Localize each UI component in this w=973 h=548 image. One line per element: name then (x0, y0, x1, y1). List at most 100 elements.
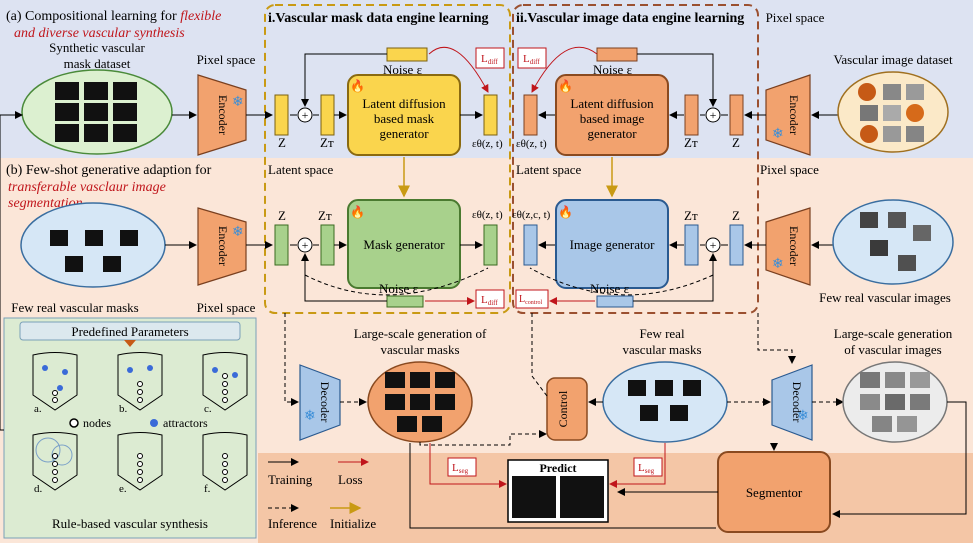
svg-text:Latent diffusion: Latent diffusion (570, 96, 654, 111)
svg-text:based image: based image (580, 111, 645, 126)
few-real-mask-thumbnails-2 (628, 380, 701, 421)
svg-text:Ldiff: Ldiff (523, 53, 540, 66)
image-generator (555, 199, 669, 289)
svg-text:b.: b. (119, 403, 128, 415)
vascular-image-dataset-label: Vascular image dataset (833, 52, 953, 67)
svg-text:c.: c. (204, 403, 212, 415)
control-module (546, 377, 588, 441)
large-image-thumbnails (860, 372, 930, 432)
zt-block-imagegen (684, 224, 699, 266)
svg-text:Ldiff: Ldiff (481, 294, 498, 307)
fire-icon: 🔥 (558, 205, 573, 219)
svg-text:Predefined Parameters: Predefined Parameters (71, 324, 188, 339)
svg-text:Encoder: Encoder (787, 226, 801, 266)
encoder-tr (765, 74, 811, 156)
eps-block-imagegen (523, 224, 538, 266)
zt-block-mask (320, 94, 335, 136)
svg-text:Encoder: Encoder (787, 95, 801, 135)
ldm-image-generator (555, 74, 669, 156)
few-real-masks-cloud-2 (602, 361, 728, 443)
rule-based-drawings (32, 352, 248, 491)
large-images-label-1: Large-scale generation (834, 326, 953, 341)
noise-block-image-top (596, 47, 638, 62)
svg-text:εθ(z, t): εθ(z, t) (472, 209, 503, 221)
svg-text:f.: f. (204, 483, 211, 495)
svg-text:+: + (710, 108, 717, 122)
zt-block-image-top (684, 94, 699, 136)
svg-text:Loss: Loss (338, 472, 363, 487)
engine-i-title: i.Vascular mask data engine learning (268, 11, 489, 26)
svg-text:Control: Control (556, 390, 570, 427)
prediction-image-2 (560, 476, 604, 518)
synthetic-mask-thumbnails (55, 82, 137, 142)
svg-text:Noise ε: Noise ε (383, 62, 423, 77)
mask-generator (347, 199, 461, 289)
encoder-tl-label: Encoder (216, 95, 230, 135)
nodes-legend-marker (69, 418, 79, 428)
rule-based-panel (3, 317, 257, 539)
svg-text:+: + (302, 238, 309, 252)
few-real-masks-2-label-1: Few real (639, 326, 685, 341)
svg-text:Zт: Zт (684, 135, 698, 150)
few-real-mask-thumbnails (50, 230, 138, 272)
eps-block-image-top (523, 94, 538, 136)
attractors-legend-marker (150, 419, 158, 427)
svg-text:Ldiff: Ldiff (481, 53, 498, 66)
svg-text:Decoder: Decoder (790, 382, 804, 423)
svg-text:generator: generator (379, 126, 429, 141)
large-masks-label-1: Large-scale generation of (354, 326, 487, 341)
svg-text:+: + (302, 108, 309, 122)
svg-text:nodes: nodes (83, 416, 111, 430)
encoder-mr (765, 207, 811, 286)
zt-block-maskgen (320, 224, 335, 266)
large-masks-label-2: vascular masks (380, 342, 459, 357)
svg-text:Noise ε: Noise ε (379, 281, 419, 296)
pixel-space-label-ml: Pixel space (197, 300, 256, 315)
svg-text:Z: Z (278, 208, 286, 223)
noise-block-mask (386, 47, 428, 62)
svg-text:Lcontrol: Lcontrol (519, 294, 542, 306)
eps-block-mask (483, 94, 498, 136)
pixel-space-label-mr: Pixel space (760, 162, 819, 177)
noise-block-maskgen (386, 295, 424, 308)
zt-label-mask: Zт (320, 135, 334, 150)
z-label-mask: Z (278, 135, 286, 150)
svg-text:a.: a. (34, 403, 42, 415)
few-real-masks-2-label-2: vascular masks (622, 342, 701, 357)
svg-text:Zт: Zт (684, 208, 698, 223)
synthetic-dataset-label-2: mask dataset (64, 56, 131, 71)
eps-block-maskgen (483, 224, 498, 266)
pixel-space-label-tr: Pixel space (766, 10, 825, 25)
svg-text:Lseg: Lseg (452, 462, 469, 475)
latent-space-label-ii: Latent space (516, 162, 582, 177)
svg-text:attractors: attractors (163, 416, 208, 430)
z-block-mask (274, 94, 289, 136)
svg-text:εθ(z, t): εθ(z, t) (472, 138, 503, 150)
latent-space-label-i: Latent space (268, 162, 334, 177)
fire-icon: 🔥 (350, 205, 365, 219)
svg-text:Noise ε: Noise ε (590, 281, 630, 296)
svg-text:Lseg: Lseg (638, 462, 655, 475)
lseg-box-right (633, 457, 663, 477)
lcontrol-box (515, 289, 549, 309)
svg-text:Z: Z (732, 208, 740, 223)
svg-text:Decoder: Decoder (318, 382, 332, 423)
ldiff-box-ii (517, 47, 547, 69)
snowflake-icon: ❄ (232, 95, 244, 110)
svg-text:d.: d. (34, 483, 43, 495)
svg-text:Z: Z (732, 135, 740, 150)
svg-text:Initialize: Initialize (330, 516, 376, 531)
noise-block-imagegen (596, 295, 634, 308)
engine-i-frame (264, 4, 511, 314)
svg-text:generator: generator (587, 126, 637, 141)
svg-text:Inference: Inference (268, 516, 317, 531)
synthetic-dataset-label-1: Synthetic vascular (49, 40, 145, 55)
section-a-title: (a) Compositional learning for flexible (6, 9, 221, 24)
encoder-ml (197, 207, 247, 286)
decoder-mask (299, 364, 341, 441)
add-node-image-top (705, 107, 721, 123)
svg-text:Predict: Predict (539, 461, 576, 475)
svg-text:Noise ε: Noise ε (593, 62, 633, 77)
